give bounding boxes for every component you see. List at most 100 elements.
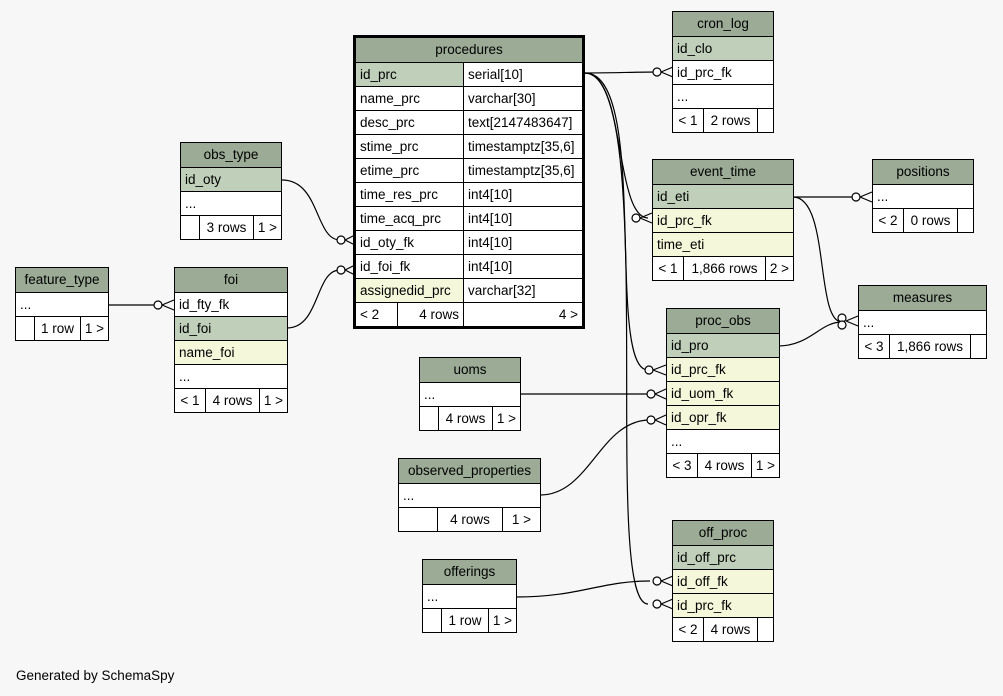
column-row[interactable]: ... <box>673 84 773 108</box>
children-count[interactable]: 1 > <box>492 407 520 430</box>
table-header[interactable]: proc_obs <box>667 309 779 333</box>
column-row[interactable]: id_uom_fk <box>667 381 779 405</box>
column-row[interactable]: id_fty_fk <box>175 292 287 316</box>
parents-count[interactable] <box>16 317 34 340</box>
table-header[interactable]: observed_properties <box>399 459 540 483</box>
column-row[interactable]: time_eti <box>653 232 793 256</box>
crowfoot-mark <box>161 299 175 311</box>
column-row[interactable]: id_oty <box>181 167 281 191</box>
column-row[interactable]: id_prc_fk <box>667 357 779 381</box>
children-count[interactable]: 1 > <box>488 609 516 632</box>
parents-count[interactable] <box>181 216 199 239</box>
edge-cronlog-procedures <box>584 71 659 74</box>
parents-count[interactable]: < 2 <box>878 213 898 228</box>
column-row[interactable]: id_opr_fk <box>667 405 779 429</box>
column-row[interactable]: ... <box>859 310 986 334</box>
table-off_proc[interactable]: off_proc id_off_prc id_off_fk id_prc_fk … <box>672 520 774 642</box>
column-row[interactable]: id_prc_fk <box>653 208 793 232</box>
parents-count[interactable]: < 1 <box>658 261 678 276</box>
table-proc_obs[interactable]: proc_obs id_pro id_prc_fk id_uom_fk id_o… <box>666 308 780 478</box>
table-header[interactable]: obs_type <box>181 143 281 167</box>
column-row[interactable]: ... <box>423 584 516 608</box>
column-name: ... <box>20 297 32 312</box>
column-row[interactable]: ... <box>420 382 520 406</box>
table-header[interactable]: off_proc <box>673 521 773 545</box>
column-type: int4[10] <box>463 255 582 278</box>
children-count[interactable]: 1 > <box>502 508 540 531</box>
edge-offerings-offproc <box>515 580 651 598</box>
column-row[interactable]: ... <box>16 292 108 316</box>
children-count[interactable]: 1 > <box>253 216 281 239</box>
parents-count[interactable]: < 1 <box>678 113 698 128</box>
parents-count[interactable] <box>399 508 437 531</box>
parents-count[interactable]: < 2 <box>360 307 380 322</box>
edge-end-circle <box>336 235 346 245</box>
table-header[interactable]: cron_log <box>673 12 773 36</box>
children-count[interactable]: 2 > <box>765 257 793 280</box>
column-row[interactable]: id_prc_fk <box>673 593 773 617</box>
column-row[interactable]: id_off_prc <box>673 545 773 569</box>
edge-measures-eventtime <box>792 196 843 323</box>
column-row[interactable]: id_eti <box>653 184 793 208</box>
parents-count[interactable] <box>423 609 441 632</box>
children-count[interactable] <box>970 335 986 358</box>
column-row[interactable]: ... <box>873 184 973 208</box>
parents-count[interactable]: < 1 <box>180 393 200 408</box>
children-count[interactable] <box>757 618 773 641</box>
children-count[interactable]: 1 > <box>80 317 108 340</box>
column-row[interactable]: id_clo <box>673 36 773 60</box>
children-count[interactable] <box>957 209 973 232</box>
column-row[interactable]: ... <box>181 191 281 215</box>
parents-count[interactable]: < 3 <box>672 458 692 473</box>
column-row[interactable]: id_pro <box>667 333 779 357</box>
column-row[interactable]: ... <box>175 364 287 388</box>
column-row[interactable]: id_prc_fk <box>673 60 773 84</box>
column-name: id_clo <box>677 41 713 56</box>
column-type: int4[10] <box>463 183 582 206</box>
column-row[interactable]: name_foi <box>175 340 287 364</box>
table-header[interactable]: measures <box>859 286 986 310</box>
rows-count: 1,866 rows <box>683 257 765 280</box>
table-header[interactable]: event_time <box>653 160 793 184</box>
table-header[interactable]: feature_type <box>16 268 108 292</box>
children-count[interactable] <box>757 109 773 132</box>
table-header[interactable]: positions <box>873 160 973 184</box>
children-count[interactable]: 1 > <box>751 454 779 477</box>
children-count[interactable]: 4 > <box>463 303 582 326</box>
children-count[interactable]: 1 > <box>259 389 287 412</box>
column-row[interactable]: ... <box>399 483 540 507</box>
parents-count[interactable]: < 2 <box>678 622 698 637</box>
table-header[interactable]: procedures <box>356 38 582 62</box>
column-type: timestamptz[35,6] <box>463 159 582 182</box>
parents-count[interactable]: < 3 <box>864 339 884 354</box>
table-header[interactable]: offerings <box>423 560 516 584</box>
column-row[interactable]: ... <box>667 429 779 453</box>
parents-count[interactable] <box>420 407 438 430</box>
table-header[interactable]: uoms <box>420 358 520 382</box>
table-header[interactable]: foi <box>175 268 287 292</box>
column-row[interactable]: id_off_fk <box>673 569 773 593</box>
column-row[interactable]: id_foi <box>175 316 287 340</box>
table-event_time[interactable]: event_time id_eti id_prc_fk time_eti < 1… <box>652 159 794 281</box>
